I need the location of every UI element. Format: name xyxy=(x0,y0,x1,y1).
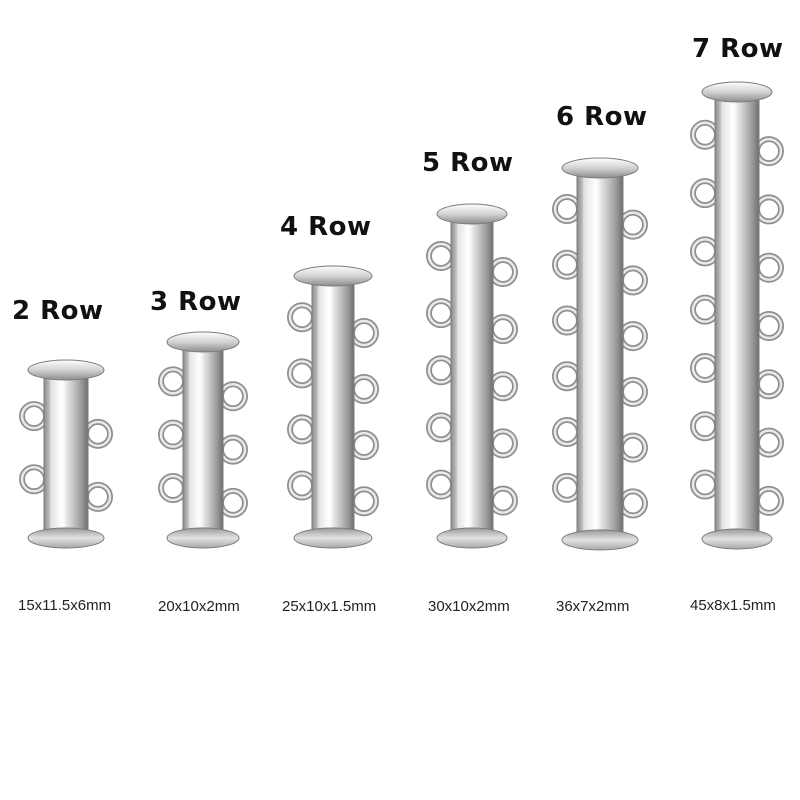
loop-highlight-left xyxy=(691,179,719,207)
clasp-bottom-cap xyxy=(27,527,105,549)
tube-shine xyxy=(721,98,737,533)
loop-highlight-left xyxy=(427,414,455,441)
loop-highlight-right xyxy=(350,375,378,403)
clasp-4-row xyxy=(287,265,379,549)
loop-highlight-right xyxy=(219,489,247,517)
clasp-bottom-cap xyxy=(166,527,240,549)
loop-highlight-right xyxy=(619,267,647,294)
clasp-6-row xyxy=(552,157,648,551)
loop-highlight-right xyxy=(619,322,647,350)
loop-highlight-right xyxy=(350,319,378,347)
loop-highlight-left xyxy=(288,472,316,499)
size-label-5: 30x10x2mm xyxy=(428,598,510,615)
loop-highlight-left xyxy=(553,251,581,279)
loop-highlight-left xyxy=(159,368,187,395)
loop-highlight-right xyxy=(755,312,783,340)
clasp-tube xyxy=(714,93,760,538)
loop-highlight-right xyxy=(489,315,517,343)
clasp-bottom-cap xyxy=(293,527,373,549)
loop-highlight-right xyxy=(84,420,112,448)
loop-highlight-right xyxy=(619,378,647,406)
row-label-4: 4 Row xyxy=(280,212,372,242)
loop-highlight-left xyxy=(159,421,187,448)
clasp-7-row xyxy=(690,81,784,550)
clasp-top-cap xyxy=(166,331,240,353)
loop-highlight-right xyxy=(755,429,783,456)
loop-highlight-left xyxy=(553,474,581,502)
clasp-tube xyxy=(450,215,494,537)
clasp-top-cap xyxy=(436,203,508,225)
loop-highlight-left xyxy=(427,242,455,270)
loop-highlight-right xyxy=(350,431,378,459)
loop-highlight-right xyxy=(489,258,517,286)
loop-highlight-left xyxy=(553,418,581,446)
loop-highlight-right xyxy=(489,373,517,400)
clasp-tube xyxy=(311,277,355,537)
clasp-bottom-cap xyxy=(436,527,508,549)
loop-highlight-left xyxy=(159,474,187,502)
size-label-4: 25x10x1.5mm xyxy=(282,598,377,615)
loop-highlight-left xyxy=(20,402,48,430)
size-label-3: 20x10x2mm xyxy=(158,598,240,615)
loop-highlight-left xyxy=(427,299,455,327)
size-label-6: 36x7x2mm xyxy=(556,598,630,615)
loop-highlight-right xyxy=(619,211,647,238)
loop-highlight-right xyxy=(489,430,517,457)
loop-highlight-right xyxy=(755,254,783,281)
loop-highlight-right xyxy=(619,490,647,517)
clasp-5-row xyxy=(426,203,518,549)
row-label-7: 7 Row xyxy=(692,34,784,64)
tube-shine xyxy=(457,220,472,532)
size-label-2: 15x11.5x6mm xyxy=(18,597,112,614)
loop-highlight-right xyxy=(489,487,517,514)
loop-highlight-left xyxy=(691,121,719,149)
loop-highlight-right xyxy=(755,137,783,165)
loop-highlight-left xyxy=(288,304,316,331)
loop-highlight-left xyxy=(20,465,48,493)
loop-highlight-right xyxy=(219,383,247,410)
loop-highlight-left xyxy=(691,296,719,323)
clasp-top-cap xyxy=(701,81,773,103)
tube-shine xyxy=(189,348,203,532)
loop-highlight-left xyxy=(427,471,455,498)
clasp-3-row xyxy=(158,331,248,549)
loop-highlight-right xyxy=(619,434,647,461)
loop-highlight-left xyxy=(691,354,719,382)
clasp-bottom-cap xyxy=(701,528,773,550)
loop-highlight-left xyxy=(553,195,581,223)
clasp-tube xyxy=(43,371,89,537)
loop-highlight-left xyxy=(427,357,455,384)
loop-highlight-right xyxy=(350,487,378,515)
loop-highlight-right xyxy=(755,371,783,398)
loop-highlight-right xyxy=(84,483,112,511)
loop-highlight-left xyxy=(691,471,719,498)
row-label-2: 2 Row xyxy=(12,296,104,326)
loop-highlight-left xyxy=(553,307,581,334)
loop-highlight-left xyxy=(691,413,719,440)
loop-highlight-left xyxy=(288,416,316,443)
clasp-top-cap xyxy=(561,157,639,179)
row-label-6: 6 Row xyxy=(556,102,648,132)
loop-highlight-right xyxy=(755,196,783,223)
clasp-top-cap xyxy=(27,359,105,381)
tube-shine xyxy=(583,174,600,534)
clasp-bottom-cap xyxy=(561,529,639,551)
loop-highlight-left xyxy=(691,238,719,265)
clasp-2-row xyxy=(19,359,113,549)
row-label-5: 5 Row xyxy=(422,148,514,178)
clasp-tube xyxy=(182,343,224,537)
loop-highlight-left xyxy=(553,363,581,390)
tube-shine xyxy=(318,282,333,532)
loop-highlight-right xyxy=(755,487,783,515)
loop-highlight-left xyxy=(288,360,316,387)
clasp-top-cap xyxy=(293,265,373,287)
tube-shine xyxy=(50,376,66,532)
size-label-7: 45x8x1.5mm xyxy=(690,597,776,614)
loop-highlight-right xyxy=(219,436,247,463)
row-label-3: 3 Row xyxy=(150,287,242,317)
